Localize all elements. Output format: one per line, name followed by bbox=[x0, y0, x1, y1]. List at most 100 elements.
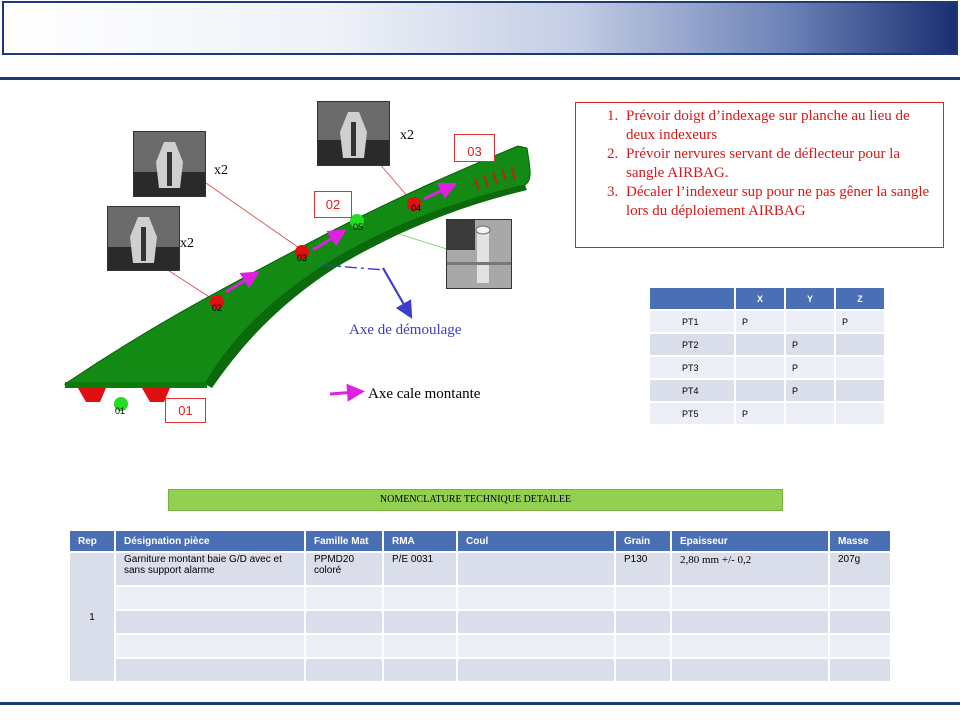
table-cell bbox=[304, 585, 384, 611]
table-cell bbox=[614, 657, 672, 683]
marker-01 bbox=[114, 397, 128, 411]
note-item: Prévoir doigt d’indexage sur planche au … bbox=[622, 107, 933, 145]
qty-label: x2 bbox=[214, 163, 228, 178]
table-header: Epaisseur bbox=[670, 529, 830, 553]
label-box-02: 02 bbox=[314, 191, 352, 218]
ribs bbox=[474, 166, 516, 191]
table-row: 1 Garniture montant baie G/D avec et san… bbox=[68, 551, 892, 683]
table-cell bbox=[382, 609, 458, 635]
demoulage-axis bbox=[321, 264, 386, 271]
table-cell bbox=[382, 633, 458, 659]
table-cell: P bbox=[834, 309, 886, 334]
table-row bbox=[69, 657, 892, 683]
table-header: Z bbox=[834, 286, 886, 311]
demoulage-pointer bbox=[382, 267, 413, 319]
table-cell: Garniture montant baie G/D avec et sans … bbox=[114, 551, 306, 587]
points-table: X Y Z PT1 P P PT2 P PT3 P PT4 P PT5 P bbox=[648, 286, 886, 426]
table-header: Grain bbox=[614, 529, 672, 553]
table-cell bbox=[304, 633, 384, 659]
table-cell: 207g bbox=[828, 551, 892, 587]
table-cell bbox=[834, 355, 886, 380]
marker-05 bbox=[350, 214, 364, 228]
table-header: RMA bbox=[382, 529, 458, 553]
clip-photo bbox=[317, 101, 390, 166]
table-cell bbox=[614, 609, 672, 635]
table-row: PT1 P P bbox=[648, 309, 886, 334]
table-header: Désignation pièce bbox=[114, 529, 306, 553]
table-row bbox=[69, 609, 892, 635]
table-cell bbox=[734, 355, 786, 380]
table-cell bbox=[828, 585, 892, 611]
foot bbox=[142, 388, 170, 402]
table-cell: P bbox=[734, 401, 786, 426]
table-cell bbox=[784, 309, 836, 334]
table-cell bbox=[304, 609, 384, 635]
table-cell: P bbox=[784, 378, 836, 403]
table-header: Rep bbox=[68, 529, 116, 553]
table-header: Masse bbox=[828, 529, 892, 553]
table-cell bbox=[670, 633, 830, 659]
table-cell: 2,80 mm +/- 0,2 bbox=[670, 551, 830, 587]
table-cell bbox=[456, 633, 616, 659]
marker-03 bbox=[295, 245, 309, 259]
header-rule bbox=[0, 77, 960, 80]
table-cell: PT3 bbox=[648, 355, 736, 380]
table-cell bbox=[114, 609, 306, 635]
footer-rule bbox=[0, 702, 960, 705]
table-header: X bbox=[734, 286, 786, 311]
table-cell bbox=[734, 378, 786, 403]
table-row: PT2 P bbox=[648, 332, 886, 357]
rep-cell: 1 bbox=[68, 551, 116, 683]
table-cell bbox=[834, 378, 886, 403]
clip-photo bbox=[107, 206, 180, 271]
table-header: Famille Mat bbox=[304, 529, 384, 553]
table-cell bbox=[828, 657, 892, 683]
table-cell bbox=[114, 585, 306, 611]
table-cell bbox=[734, 332, 786, 357]
marker-label: 02 bbox=[212, 303, 222, 313]
marker-02 bbox=[210, 295, 224, 309]
axe-demoulage-label: Axe de démoulage bbox=[349, 322, 462, 338]
table-cell bbox=[828, 633, 892, 659]
table-header-row: Rep Désignation pièce Famille Mat RMA Co… bbox=[68, 529, 892, 553]
table-cell: P bbox=[734, 309, 786, 334]
table-cell: P bbox=[784, 332, 836, 357]
table-cell: PPMD20 coloré bbox=[304, 551, 384, 587]
table-header-row: X Y Z bbox=[648, 286, 886, 311]
table-cell bbox=[382, 585, 458, 611]
cale-arrow bbox=[225, 271, 260, 294]
note-item: Prévoir nervures servant de déflecteur p… bbox=[622, 145, 933, 183]
table-cell bbox=[456, 585, 616, 611]
table-header bbox=[648, 286, 736, 311]
table-cell: P bbox=[784, 355, 836, 380]
table-cell bbox=[670, 657, 830, 683]
table-row: PT3 P bbox=[648, 355, 886, 380]
marker-label: 03 bbox=[297, 253, 307, 263]
table-cell bbox=[614, 585, 672, 611]
qty-label: x2 bbox=[180, 236, 194, 251]
table-cell: P130 bbox=[614, 551, 672, 587]
marker-label: 05 bbox=[353, 222, 363, 232]
table-cell bbox=[834, 401, 886, 426]
label-box-03: 03 bbox=[454, 134, 495, 162]
table-cell: PT2 bbox=[648, 332, 736, 357]
part-base bbox=[65, 382, 207, 388]
foot bbox=[78, 388, 106, 402]
table-cell bbox=[834, 332, 886, 357]
note-item: Décaler l’indexeur sup pour ne pas gêner… bbox=[622, 183, 933, 221]
table-cell bbox=[670, 609, 830, 635]
cale-arrow bbox=[312, 229, 347, 252]
clip-photo bbox=[133, 131, 206, 197]
notes-box: Prévoir doigt d’indexage sur planche au … bbox=[575, 102, 944, 248]
table-cell bbox=[828, 609, 892, 635]
table-cell bbox=[784, 401, 836, 426]
indexer-photo bbox=[446, 219, 512, 289]
marker-label: 04 bbox=[411, 203, 421, 213]
label-box-01: 01 bbox=[165, 398, 206, 423]
table-cell: PT5 bbox=[648, 401, 736, 426]
table-cell bbox=[456, 551, 616, 587]
marker-label: 01 bbox=[115, 406, 125, 416]
legend-arrow bbox=[329, 383, 365, 402]
cale-arrow bbox=[423, 182, 458, 201]
nomenclature-title: NOMENCLATURE TECHNIQUE DETAILEE bbox=[168, 489, 783, 511]
